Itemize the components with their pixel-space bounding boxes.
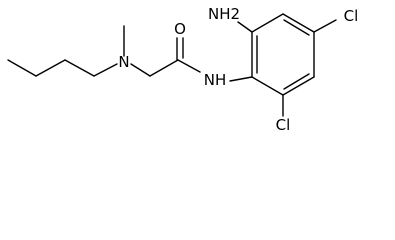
chloro-bottom-label: Cl	[276, 116, 291, 134]
bond-n-ch2	[130, 63, 151, 77]
ring-bond-6	[251, 76, 284, 96]
amine-n-label: N	[118, 53, 129, 71]
bond-c1-c2	[7, 59, 37, 77]
amide-nh-label: NH	[204, 71, 227, 89]
bond-c4-n	[93, 63, 118, 77]
carbonyl-oxygen-label: O	[174, 20, 186, 38]
bond-carbonyl-nh	[177, 59, 201, 73]
bond-ring-nh2	[237, 21, 253, 33]
bond-c3-c4	[64, 59, 95, 77]
ring-bond-5-inner	[283, 73, 310, 90]
bond-c2-c3	[35, 59, 66, 77]
ring-bond-3	[282, 13, 315, 33]
ring-bond-2	[251, 13, 284, 33]
bond-nh-ring	[229, 76, 253, 82]
bond-ring-cl-top	[313, 19, 337, 33]
bond-ch2-carbonyl	[149, 59, 179, 77]
amino-label: NH2	[208, 5, 240, 23]
ring-bond-3-inner	[283, 19, 310, 36]
chemical-structure: N O NH NH2 Cl Cl	[7, 5, 359, 134]
ring-bond-5	[282, 76, 315, 96]
chloro-top-label: Cl	[344, 7, 359, 25]
